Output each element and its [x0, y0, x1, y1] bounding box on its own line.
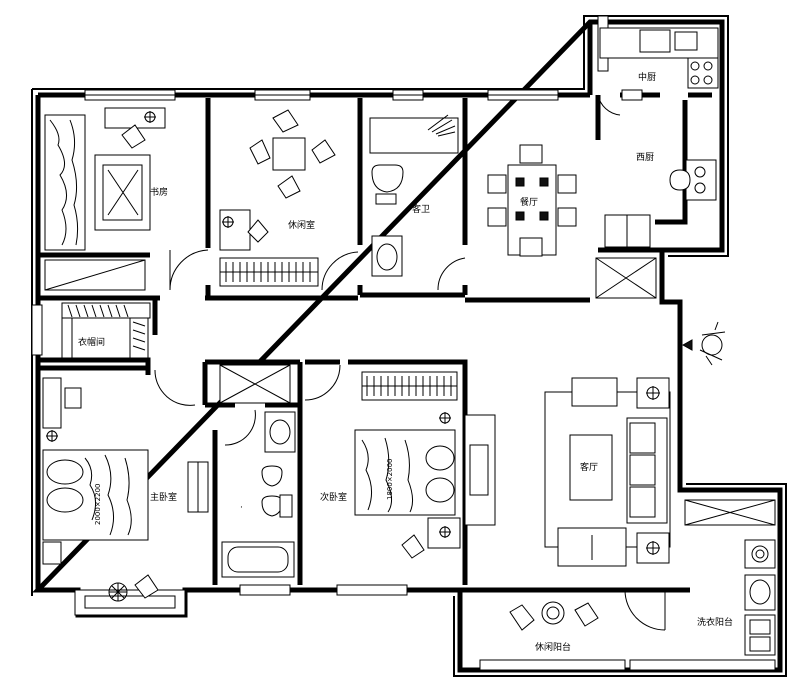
storage-cabinets [219, 257, 776, 526]
room-balcony-laundry: 洗衣阳台 [697, 539, 776, 656]
windows [31, 15, 776, 671]
doors [154, 94, 666, 631]
room-cloakroom: 衣帽间 [61, 302, 151, 359]
room-label-balcony-leisure: 休闲阳台 [535, 641, 571, 653]
room-label-kitchen-mid: 中厨 [638, 71, 656, 83]
room-kitchen: 中厨 西厨 [599, 27, 719, 248]
room-label-living: 客厅 [580, 461, 598, 473]
room-label-second-bed: 次卧室 [320, 491, 347, 503]
room-label-leisure: 休闲室 [288, 219, 315, 231]
room-label-balcony-laundry: 洗衣阳台 [697, 616, 733, 628]
room-master-bath: · [221, 411, 296, 578]
entrance-person-icon [681, 321, 726, 366]
room-label-master-bed: 主卧室 [150, 491, 177, 503]
bed-dimension-master: 2000×2200 [94, 484, 102, 526]
room-study: 书房 [44, 107, 168, 291]
room-label-study: 书房 [150, 186, 168, 198]
interior-walls [40, 92, 712, 593]
room-label-cloakroom: 衣帽间 [78, 336, 105, 348]
bath-mark: · [240, 503, 243, 513]
room-restaurant: 餐厅 [487, 144, 577, 257]
room-bath1: 客卫 [369, 114, 459, 277]
room-second-bed: 1800×2000 次卧室 [320, 371, 496, 559]
room-master-bed: 2000×2200 主卧室 [42, 377, 209, 602]
room-label-kitchen-west: 西厨 [636, 152, 654, 163]
room-label-bath1: 客卫 [412, 203, 430, 215]
room-leisure: 休闲室 [219, 109, 336, 287]
room-label-restaurant: 餐厅 [520, 196, 538, 208]
bed-dimension-second: 1800×2000 [386, 459, 394, 501]
room-living: 客厅 [544, 377, 671, 567]
room-balcony-leisure: 休闲阳台 [509, 601, 599, 653]
